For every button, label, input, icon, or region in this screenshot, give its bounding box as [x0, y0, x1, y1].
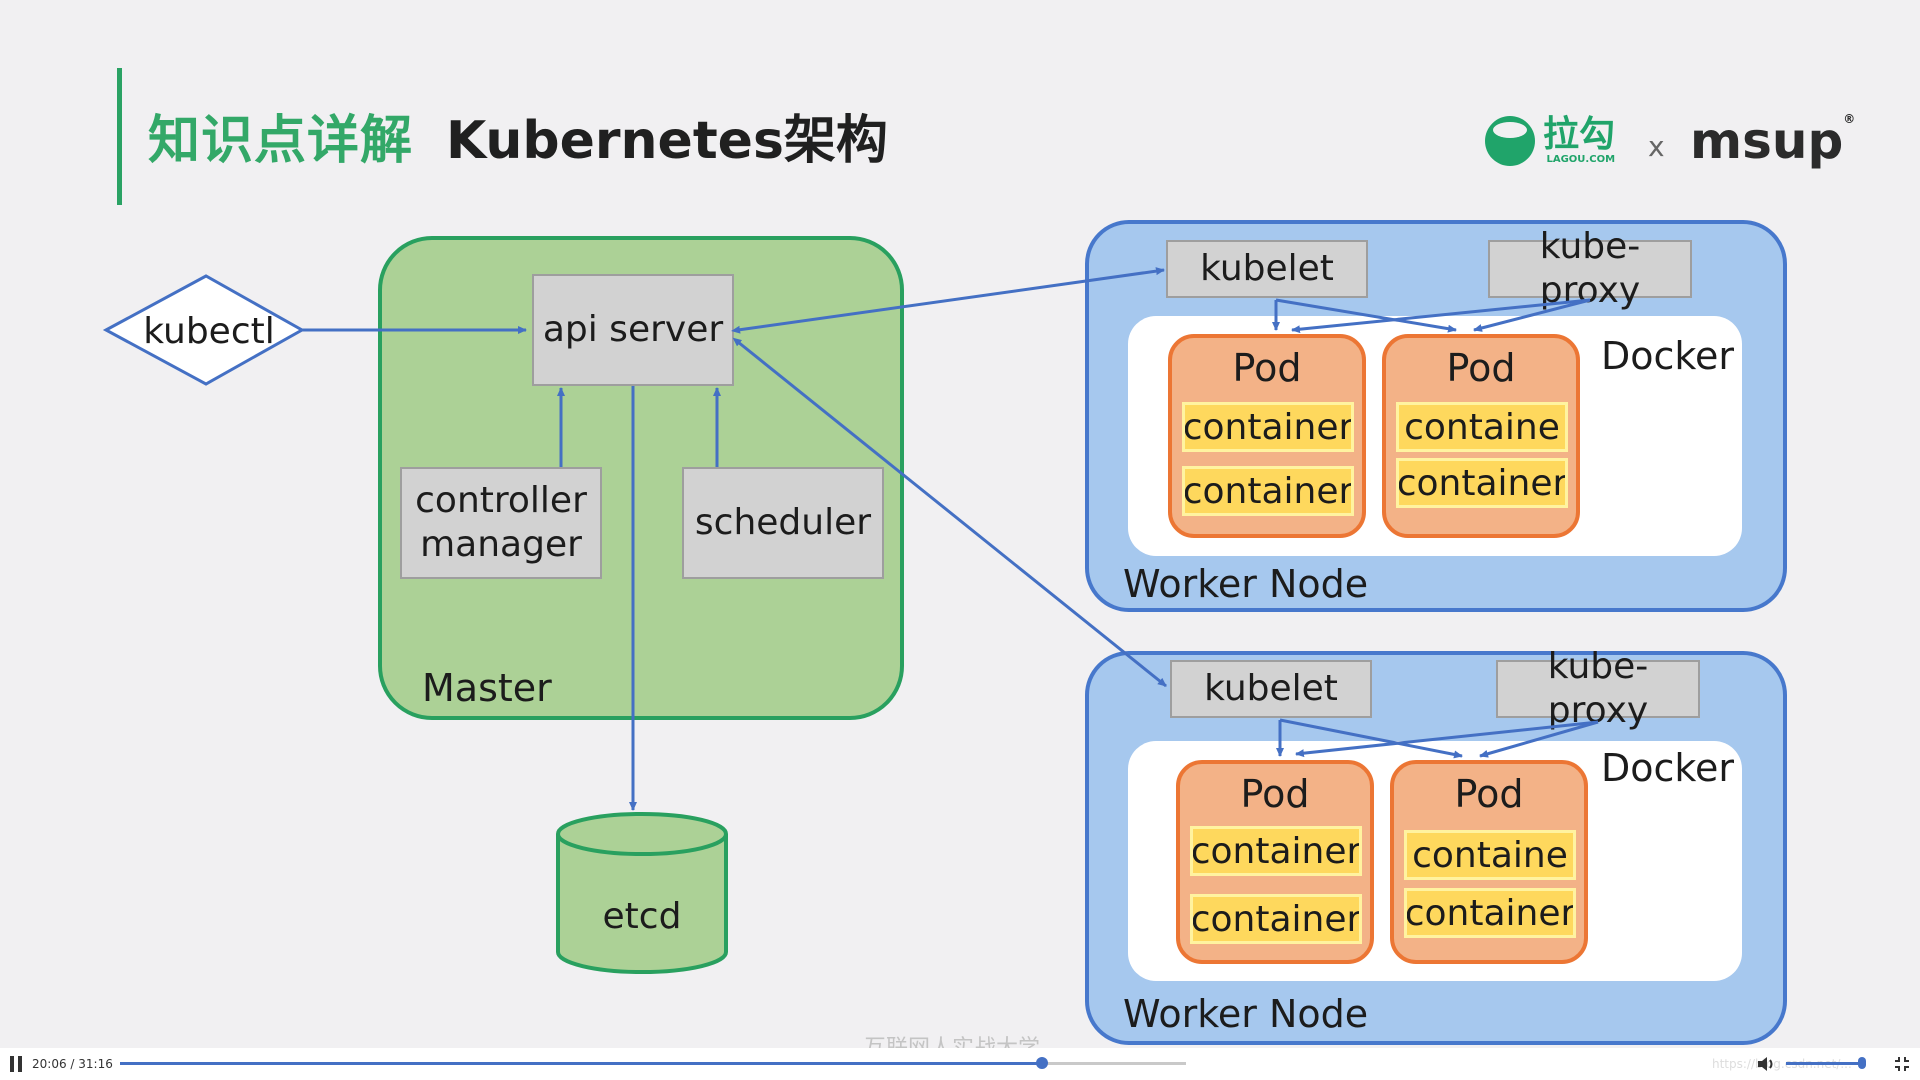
arrow-proxy2-pod1 — [1295, 720, 1599, 758]
lagou-logo-subtext: LAGOU.COM — [1546, 154, 1616, 165]
arrow-kubelet1-pod2 — [1275, 298, 1457, 333]
arrow-proxy2-pod2 — [1479, 720, 1599, 758]
worker-node-label-2: Worker Node — [1123, 992, 1369, 1036]
fullscreen-exit-icon[interactable] — [1894, 1056, 1910, 1072]
msup-logo: msup® — [1690, 112, 1855, 170]
kubelet-box-1: kubelet — [1166, 240, 1368, 298]
title-accent-bar — [117, 68, 122, 205]
msup-logo-text: msup — [1690, 112, 1844, 170]
pod-title: Pod — [1232, 346, 1302, 390]
container-box: container — [1190, 894, 1362, 944]
controller-manager-line1: controller — [415, 480, 587, 521]
pod-2-2: Pod containe container — [1390, 760, 1588, 964]
section-title: 知识点详解 — [148, 111, 414, 171]
container-box: container — [1190, 826, 1362, 876]
arrow-api-kubelet-2 — [732, 337, 1167, 688]
slide-title: Kubernetes架构 — [446, 111, 888, 171]
api-server-box: api server — [532, 274, 734, 386]
container-box: container — [1182, 466, 1354, 516]
lagou-logo-icon — [1485, 116, 1535, 166]
container-box: containe — [1396, 402, 1568, 452]
arrow-kubelet2-pod2 — [1279, 718, 1463, 759]
url-watermark: https://blog.csdn.net/... — [1712, 1057, 1852, 1071]
docker-label-2: Docker — [1601, 746, 1735, 790]
pod-title: Pod — [1446, 346, 1516, 390]
logo-separator: x — [1648, 130, 1665, 163]
lagou-logo-text: 拉勾 — [1543, 114, 1616, 155]
etcd-database — [556, 812, 728, 974]
arrow-proxy1-pod1 — [1291, 298, 1591, 334]
progress-fill — [120, 1062, 1043, 1065]
pod-title: Pod — [1240, 772, 1310, 816]
progress-thumb[interactable] — [1036, 1057, 1049, 1069]
docker-label-1: Docker — [1601, 334, 1735, 378]
kubelet-box-2: kubelet — [1170, 660, 1372, 718]
pod-1-1: Pod container container — [1168, 334, 1366, 538]
container-box: container — [1396, 458, 1568, 508]
container-box: containe — [1404, 830, 1576, 880]
playback-time: 20:06 / 31:16 — [32, 1057, 113, 1071]
etcd-label: etcd — [603, 896, 682, 937]
lagou-logo: 拉勾 LAGOU.COM — [1485, 116, 1615, 166]
container-box: container — [1404, 888, 1576, 938]
container-box: container — [1182, 402, 1354, 452]
controller-manager-line2: manager — [420, 524, 582, 565]
kubectl-label: kubectl — [143, 311, 274, 352]
pause-icon[interactable] — [10, 1056, 24, 1072]
pod-2-1: Pod container container — [1176, 760, 1374, 964]
pod-1-2: Pod containe container — [1382, 334, 1580, 538]
master-label: Master — [422, 666, 552, 710]
progress-track[interactable] — [120, 1057, 1186, 1069]
registered-mark: ® — [1843, 112, 1856, 126]
volume-slider[interactable] — [1786, 1057, 1866, 1069]
pod-title: Pod — [1454, 772, 1524, 816]
arrow-proxy1-pod2 — [1473, 298, 1591, 332]
controller-manager-box: controller manager — [400, 467, 602, 579]
arrow-api-kubelet-1 — [731, 267, 1165, 334]
volume-icon[interactable] — [1756, 1055, 1776, 1073]
